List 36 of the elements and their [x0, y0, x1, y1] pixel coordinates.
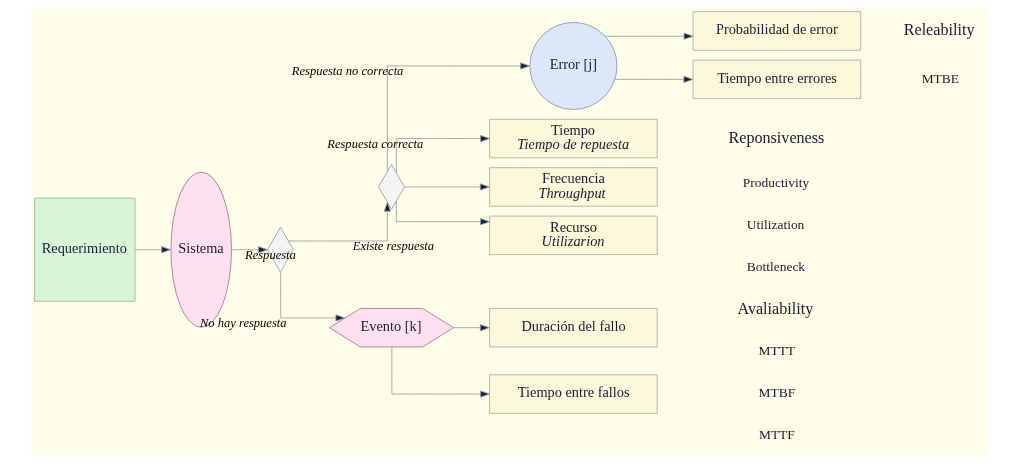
arrow: [231, 246, 268, 254]
label: MTBE: [921, 70, 959, 86]
arrow: [391, 346, 490, 398]
node-box: Tiempo Tiempo de repuesta: [489, 118, 658, 159]
node-circle: Error [j]: [529, 21, 618, 110]
arrow: [395, 134, 490, 174]
label: Productivity: [742, 174, 810, 190]
arrow: [453, 324, 490, 332]
edge-label: Respuesta: [245, 247, 296, 262]
edge-label: No hay respuesta: [200, 316, 287, 331]
node-box: Duración del fallo: [489, 307, 658, 348]
arrow: [280, 271, 346, 322]
label: Reponsiveness: [728, 128, 825, 146]
arrow: [134, 246, 171, 254]
arrow: [395, 200, 490, 226]
arrow: [288, 201, 391, 242]
arrow: [386, 62, 530, 173]
label: Utilization: [746, 216, 805, 232]
node-box: Probabilidad de error: [692, 11, 862, 51]
label: MTTT: [758, 343, 796, 359]
node-box: Tiempo entre fallos: [489, 374, 658, 414]
edge-label: Existe respuesta: [352, 239, 435, 254]
node-box: Requerimiento: [34, 197, 136, 302]
node-box: Frecuencia Throughput: [489, 167, 658, 207]
arrow: [605, 32, 694, 40]
label: Bottleneck: [746, 258, 806, 274]
edge-label: Respuesta no correcta: [291, 64, 404, 79]
label: MTBF: [758, 385, 796, 401]
node-box: Tiempo entre errores: [692, 59, 862, 100]
arrow: [614, 75, 694, 83]
label: Avaliability: [737, 299, 814, 317]
edge-label: Respuesta correcta: [327, 136, 424, 151]
node-box: Recurso Utilizarion: [489, 215, 658, 256]
label: MTTF: [758, 427, 795, 443]
label: Releability: [903, 20, 975, 38]
arrow: [404, 183, 490, 191]
